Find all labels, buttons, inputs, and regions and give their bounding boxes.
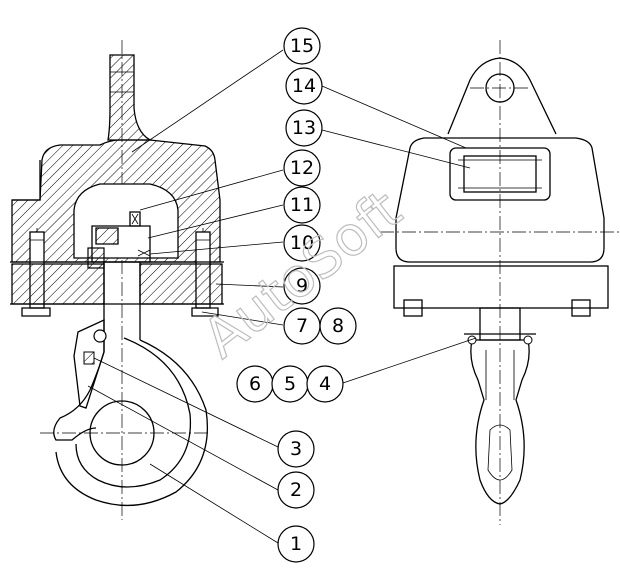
callout-15: 15	[283, 27, 321, 65]
callout-4: 4	[306, 365, 344, 403]
lifting-lug	[107, 54, 153, 141]
svg-text:8: 8	[332, 315, 344, 337]
nameplate	[449, 147, 551, 201]
svg-text:5: 5	[284, 373, 296, 395]
svg-text:12: 12	[290, 157, 314, 179]
external-view	[380, 40, 620, 525]
callout-10: 10	[283, 224, 321, 262]
callout-8: 8	[319, 307, 357, 345]
housing-outline	[395, 137, 605, 263]
svg-text:11: 11	[290, 194, 314, 216]
svg-text:1: 1	[290, 533, 302, 555]
callout-13: 13	[285, 109, 323, 147]
callout-9: 9	[283, 267, 321, 305]
callout-14: 14	[285, 67, 323, 105]
lower-plate-right	[139, 263, 223, 305]
svg-text:9: 9	[296, 275, 308, 297]
svg-text:2: 2	[290, 479, 302, 501]
svg-text:15: 15	[290, 35, 314, 57]
svg-text:3: 3	[290, 438, 302, 460]
svg-text:4: 4	[319, 373, 331, 395]
svg-text:10: 10	[290, 232, 314, 254]
svg-text:14: 14	[292, 75, 316, 97]
callout-11: 11	[283, 186, 321, 224]
callout-7: 7	[283, 307, 321, 345]
callout-3: 3	[277, 430, 315, 468]
section-view	[10, 40, 224, 520]
callout-6: 6	[236, 365, 274, 403]
hook-throat	[89, 400, 155, 466]
callout-1: 1	[277, 525, 315, 563]
svg-text:13: 13	[292, 117, 316, 139]
lug-outline	[447, 57, 557, 135]
svg-text:6: 6	[249, 373, 261, 395]
callout-12: 12	[283, 149, 321, 187]
callout-2: 2	[277, 471, 315, 509]
svg-text:7: 7	[296, 315, 308, 337]
hook-front	[470, 339, 530, 505]
callout-5: 5	[271, 365, 309, 403]
lower-base	[393, 265, 609, 309]
safety-latch	[73, 318, 105, 409]
lower-plate-left	[11, 263, 105, 305]
leader-lines	[87, 49, 477, 544]
